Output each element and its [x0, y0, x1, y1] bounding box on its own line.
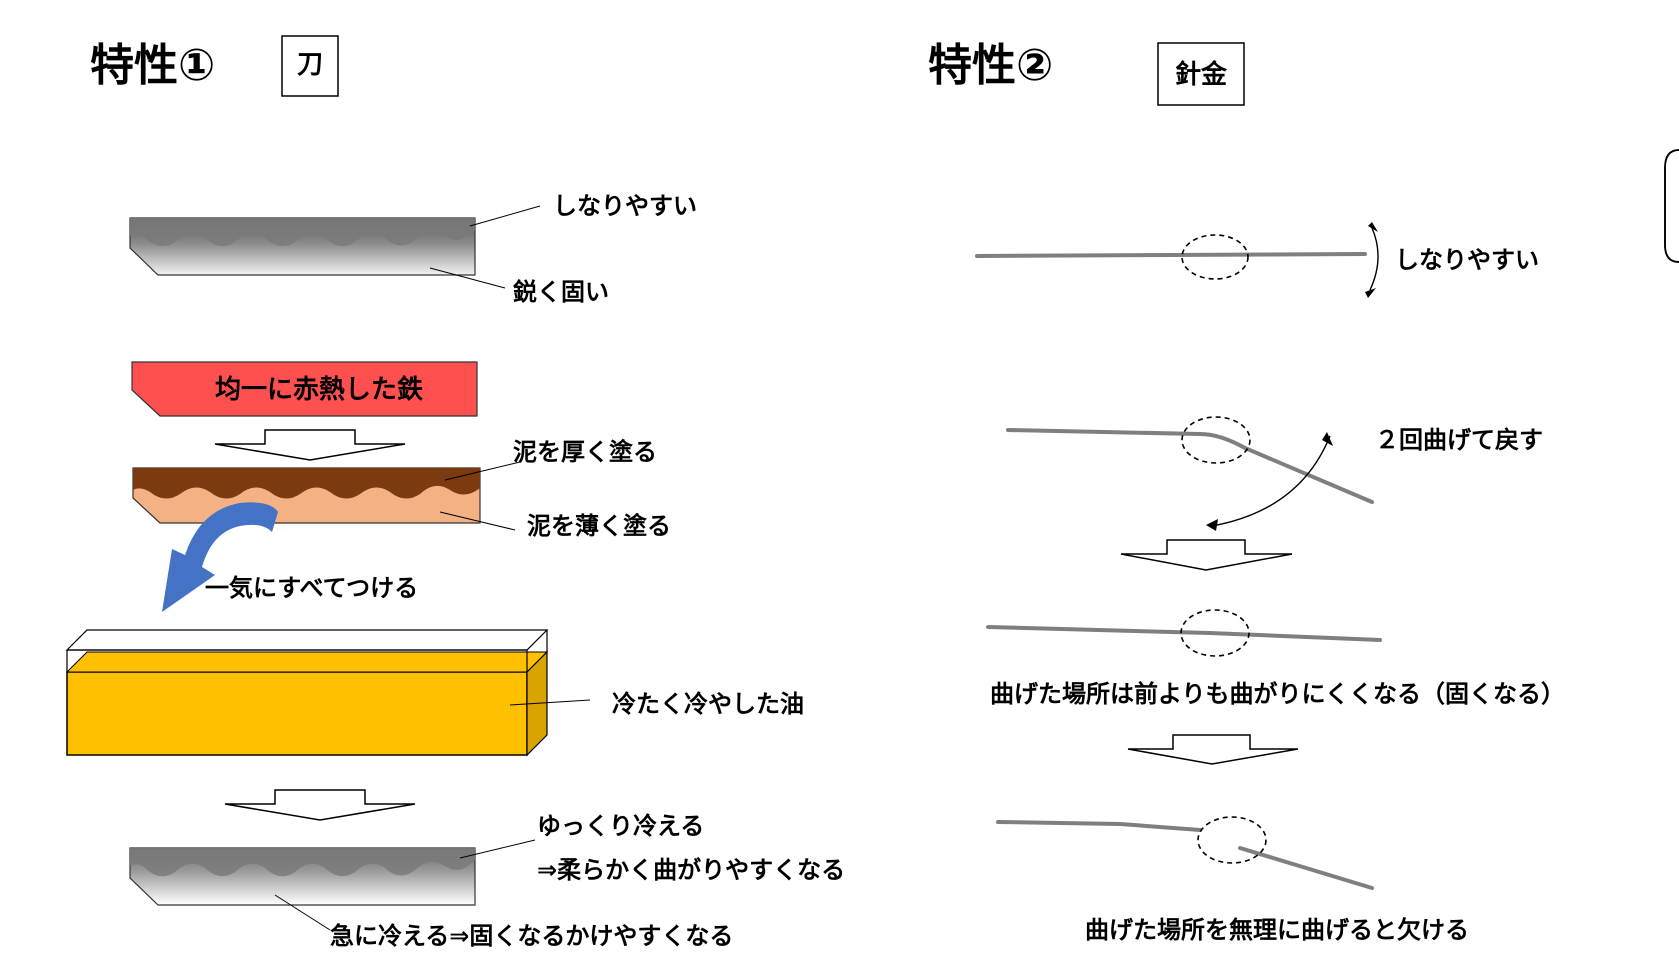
edge-shape: [1664, 149, 1679, 263]
mud-blade: [132, 467, 481, 524]
hardened-label: 曲げた場所は前よりも曲がりにくくなる（固くなる）: [990, 680, 1565, 708]
wire-broken-circle: [1197, 816, 1267, 864]
down-arrow-2: [224, 789, 416, 821]
bend-arrow-head-top: [1322, 432, 1333, 446]
right-title: 特性②: [928, 40, 1053, 91]
red-iron-label: 均一に赤熱した鉄: [215, 374, 423, 405]
result-top-line1: ゆっくり冷える: [537, 812, 704, 840]
flex-label: しなりやすい: [1395, 246, 1539, 274]
mud-thin-label: 泥を薄く塗る: [527, 512, 671, 540]
bend-arrow-head-bottom: [1206, 519, 1218, 531]
wire-bent-circle: [1181, 416, 1251, 464]
leader-blade-bottom: [429, 267, 506, 289]
result-bottom-label: 急に冷える⇒固くなるかけやすくなる: [330, 922, 733, 950]
wire-hardened-circle: [1180, 609, 1250, 657]
flex-arrow-head-top: [1368, 222, 1378, 232]
down-arrow-4: [1127, 734, 1299, 765]
leader-blade-top: [469, 205, 541, 227]
leader-result-top: [459, 839, 536, 859]
wire-straight: [975, 252, 1367, 258]
bend-arrow: [1211, 435, 1331, 527]
wire-broken-left: [996, 820, 1202, 832]
leader-mud-thick: [444, 461, 521, 481]
flex-arrow-head-bottom: [1365, 288, 1376, 298]
blade-result: [129, 847, 476, 906]
blade-bottom-label: 鋭く固い: [513, 278, 609, 306]
break-label: 曲げた場所を無理に曲げると欠ける: [1085, 916, 1469, 944]
leader-result-bottom: [274, 894, 331, 931]
down-arrow-3: [1120, 539, 1293, 571]
red-iron-bar: [131, 361, 478, 417]
blade-top-label: しなりやすい: [553, 192, 697, 220]
left-tag-box: [281, 35, 339, 97]
down-arrow-1: [214, 429, 406, 461]
result-top-line2: ⇒柔らかく曲がりやすくなる: [537, 856, 845, 884]
oil-tank: [65, 629, 549, 757]
wire-straight-circle: [1181, 234, 1249, 280]
wire-broken-right: [1238, 846, 1374, 890]
leader-oil: [509, 699, 591, 706]
dip-label: 一気にすべてつける: [205, 574, 418, 602]
right-tag-box: [1157, 42, 1245, 106]
wire-hardened: [986, 625, 1382, 642]
left-title: 特性①: [90, 40, 215, 91]
right-tag-label: 針金: [1175, 59, 1228, 90]
edge-shape-outline: [1664, 149, 1679, 263]
bend-label: ２回曲げて戻す: [1375, 426, 1543, 454]
flex-arrow: [1369, 227, 1379, 291]
blade-top: [129, 217, 476, 276]
leader-mud-thin: [439, 511, 516, 531]
blue-dip-arrow: [162, 502, 278, 612]
wire-bent: [1006, 428, 1374, 504]
mud-thick-label: 泥を厚く塗る: [513, 438, 657, 466]
oil-label: 冷たく冷やした油: [612, 690, 804, 718]
left-tag-label: 刀: [297, 50, 323, 80]
